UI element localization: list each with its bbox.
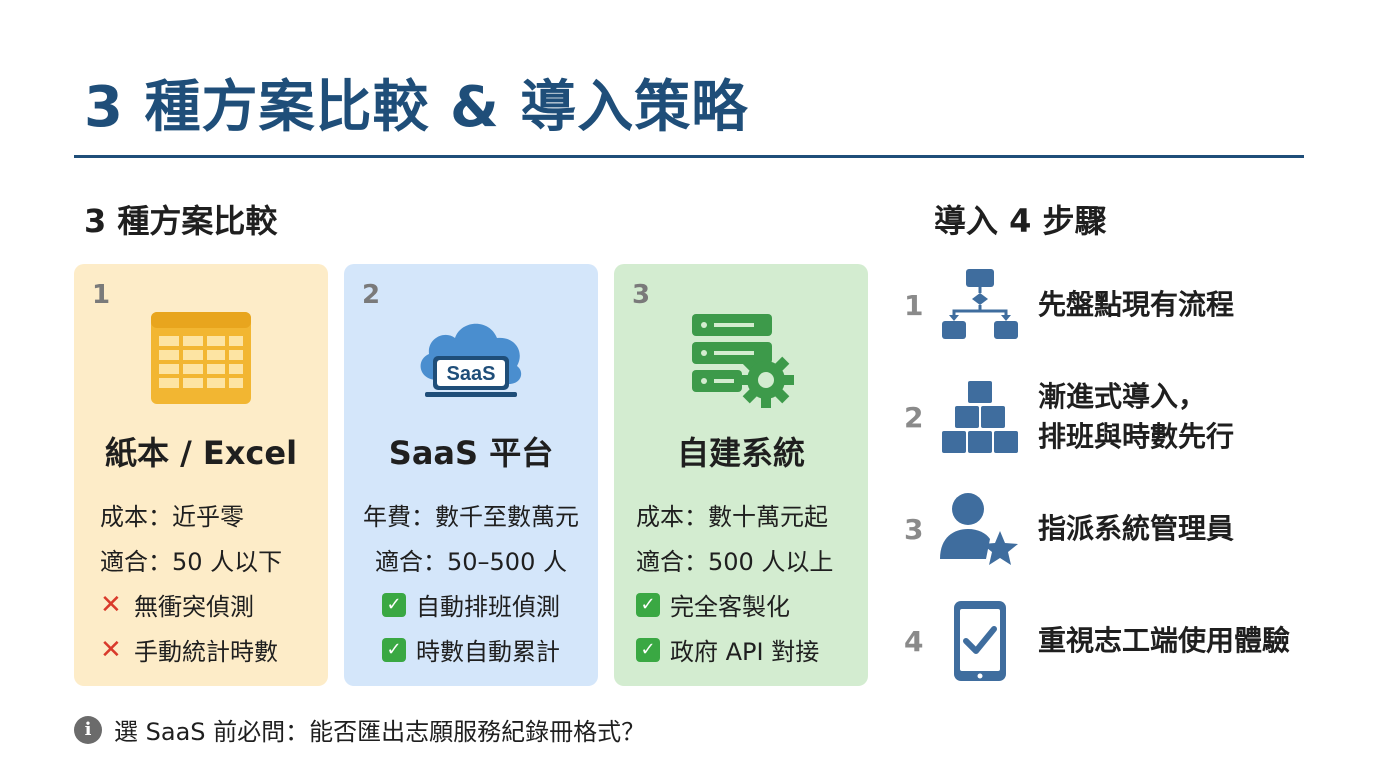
step-text: 指派系統管理員	[1038, 512, 1235, 545]
step-text: 重視志工端使用體驗	[1038, 624, 1291, 657]
option-card-self-built: 3 自建系統 成本：數十萬元起 適合：500 人以上	[614, 264, 868, 686]
check-icon: ✓	[636, 592, 660, 617]
comparison-heading: 3 種方案比較	[84, 202, 278, 240]
stacked-blocks-icon	[934, 372, 1026, 462]
card-title: 自建系統	[676, 434, 805, 472]
card-fit: 適合：50–500 人	[375, 548, 567, 576]
step-number: 4	[904, 624, 924, 658]
step-number: 2	[904, 400, 924, 434]
card-cost: 成本：近乎零	[100, 503, 244, 531]
feature-item: ✕ 無衝突偵測	[74, 582, 328, 627]
step-item-4: 4 重視志工端使用體驗	[904, 596, 1290, 686]
feature-item: ✓ 自動排班偵測	[344, 582, 598, 627]
check-icon: ✓	[382, 637, 406, 662]
phone-check-icon	[934, 596, 1026, 686]
feature-text: 政府 API 對接	[670, 638, 820, 666]
card-title: SaaS 平台	[388, 434, 554, 472]
check-icon: ✓	[382, 592, 406, 617]
feature-item: ✓ 時數自動累計	[344, 627, 598, 672]
card-cost: 年費：數千至數萬元	[363, 503, 579, 531]
step-item-3: 3 指派系統管理員	[904, 484, 1234, 574]
feature-text: 手動統計時數	[134, 638, 278, 666]
footer-text: 選 SaaS 前必問：能否匯出志願服務紀錄冊格式？	[114, 718, 646, 746]
saas-cloud-icon: SaaS	[344, 298, 598, 418]
option-card-saas: 2 SaaS SaaS 平台 年費：數千至數萬元 適合：50–500 人 ✓ 自…	[344, 264, 598, 686]
step-number: 3	[904, 512, 924, 546]
info-icon: i	[74, 715, 102, 744]
saas-label: SaaS	[447, 363, 496, 385]
flowchart-icon	[934, 260, 1026, 350]
check-icon: ✓	[636, 637, 660, 662]
card-title: 紙本 / Excel	[104, 434, 298, 472]
step-item-2: 2 漸進式導入， 排班與時數先行	[904, 372, 1234, 462]
option-card-paper-excel: 1 紙本 / Excel 成本：近乎零 適合：50 人以下 ✕ 無衝突偵測 ✕ …	[74, 264, 328, 686]
page-title: 3 種方案比較 & 導入策略	[84, 75, 749, 140]
feature-text: 時數自動累計	[416, 638, 560, 666]
feature-item: ✕ 手動統計時數	[74, 627, 328, 672]
user-star-icon	[934, 484, 1026, 574]
steps-heading: 導入 4 步驟	[934, 202, 1107, 240]
feature-text: 無衝突偵測	[134, 593, 254, 621]
feature-text: 自動排班偵測	[416, 593, 560, 621]
feature-item: ✓ 完全客製化	[614, 582, 868, 627]
card-number: 1	[92, 280, 111, 310]
card-number: 2	[362, 280, 381, 310]
card-number: 3	[632, 280, 651, 310]
card-fit: 適合：500 人以上	[636, 548, 834, 576]
feature-item: ✓ 政府 API 對接	[614, 627, 868, 672]
title-divider	[74, 155, 1304, 158]
cross-icon: ✕	[100, 589, 122, 620]
step-number: 1	[904, 288, 924, 322]
feature-text: 完全客製化	[670, 593, 790, 621]
spreadsheet-icon	[74, 298, 328, 418]
cross-icon: ✕	[100, 634, 122, 665]
step-text: 先盤點現有流程	[1038, 288, 1235, 321]
step-text: 漸進式導入， 排班與時數先行	[1038, 380, 1235, 453]
footer-note: i 選 SaaS 前必問：能否匯出志願服務紀錄冊格式？	[74, 712, 645, 747]
card-fit: 適合：50 人以下	[100, 548, 283, 576]
card-cost: 成本：數十萬元起	[636, 503, 828, 531]
server-gear-icon	[614, 298, 868, 418]
step-item-1: 1 先盤點現有流程	[904, 260, 1234, 350]
